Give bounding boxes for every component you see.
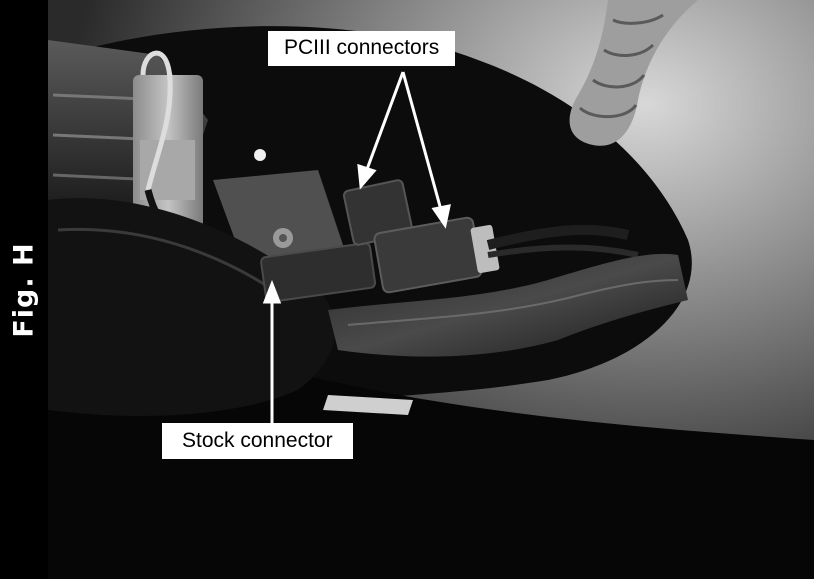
arrow-head-stock: [262, 279, 282, 304]
stock-connector: [260, 242, 377, 303]
cable-wrap-band: [612, 13, 664, 25]
callout-stock-connector: Stock connector: [162, 423, 353, 459]
figure-label: Fig. H: [8, 242, 40, 338]
photo-scene: [48, 0, 814, 579]
wrapped-cable: [569, 0, 698, 146]
taped-harness: [328, 253, 688, 357]
harness-wire: [486, 224, 630, 250]
callout-pciii-connectors: PCIII connectors: [268, 31, 456, 66]
bolt-center: [279, 234, 287, 242]
light-glint: [254, 149, 266, 161]
white-wire: [140, 50, 173, 191]
reflective-strip: [323, 395, 413, 415]
harness-wire: [487, 244, 639, 258]
callout-arrows: [262, 71, 451, 423]
cable-wrap-band: [603, 43, 655, 57]
arrow-line-pciii-upper: [364, 71, 405, 173]
foreground-panel: [48, 198, 336, 416]
photo: [48, 0, 814, 579]
figure-sidebar: Fig. H: [0, 0, 48, 579]
cable-wrap-band: [592, 73, 646, 89]
panel-highlight: [57, 227, 289, 302]
arrow-line-pciii-main: [401, 71, 443, 211]
cable-wrap-band: [578, 104, 638, 119]
arrow-head-pciii-main: [431, 204, 451, 229]
pciii-connector-tip: [470, 224, 500, 274]
arrow-head-pciii-upper: [357, 163, 377, 190]
tape-highlight: [347, 279, 679, 326]
